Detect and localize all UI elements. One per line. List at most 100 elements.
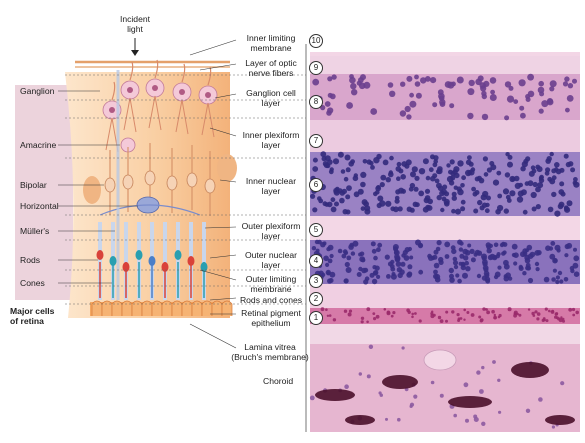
- pigment-granule: [548, 309, 551, 313]
- inner-nuclear-nucleus: [530, 191, 537, 199]
- pigment-granule: [326, 314, 330, 317]
- cell-label-cones: Cones: [20, 278, 45, 288]
- outer-nuclear-nucleus: [555, 275, 561, 280]
- photoreceptor-nucleus: [174, 250, 182, 260]
- ganglion-layer-nucleus: [420, 77, 427, 84]
- pigment-cell: [141, 300, 153, 316]
- layer-5-label: Outer plexiform layer: [241, 221, 301, 241]
- outer-nuclear-nucleus: [525, 248, 529, 253]
- pigment-granule: [507, 307, 512, 312]
- inner-nuclear-nucleus: [360, 206, 366, 211]
- inner-nuclear-nucleus: [340, 169, 346, 174]
- pigment-granule: [451, 310, 455, 314]
- inner-nuclear-nucleus: [418, 168, 426, 175]
- label-leader-line: [209, 254, 237, 259]
- ganglion-axon: [181, 63, 186, 83]
- pigment-granule: [439, 319, 444, 323]
- outer-nuclear-nucleus: [535, 267, 540, 272]
- outer-nuclear-nucleus: [384, 254, 390, 260]
- outer-nuclear-nucleus: [464, 250, 471, 256]
- inner-nuclear-nucleus: [343, 176, 349, 182]
- outer-nuclear-nucleus: [359, 251, 365, 257]
- photoreceptor-nucleus: [187, 256, 195, 266]
- outer-nuclear-nucleus: [573, 271, 580, 278]
- inner-nuclear-nucleus: [473, 208, 479, 214]
- outer-nuclear-nucleus: [554, 244, 561, 251]
- layer-9-label: Layer of optic nerve fibers: [245, 58, 297, 78]
- layer-9-number: 9: [309, 61, 323, 75]
- choroid-nucleus: [368, 344, 374, 349]
- outer-nuclear-nucleus: [433, 273, 439, 279]
- melanocyte: [382, 375, 418, 389]
- ganglion-nucleus: [179, 89, 185, 95]
- inner-nuclear-nucleus: [425, 175, 431, 181]
- pigment-granule: [445, 319, 448, 323]
- inner-nuclear-nucleus: [379, 182, 385, 188]
- inner-nuclear-nucleus: [409, 182, 416, 189]
- pigment-cell: [171, 300, 183, 316]
- inner-nuclear-nucleus: [507, 154, 513, 160]
- pigment-granule: [360, 316, 365, 320]
- outer-nuclear-nucleus: [534, 261, 540, 267]
- inner-nuclear-nucleus: [394, 195, 400, 201]
- ganglion-layer-nucleus: [439, 101, 446, 107]
- pigment-cell: [131, 300, 143, 316]
- outer-nuclear-nucleus: [451, 248, 457, 255]
- outer-nuclear-nucleus: [557, 270, 563, 276]
- layer-2-label: Rods and cones: [239, 295, 303, 305]
- inner-nuclear-nucleus: [553, 167, 559, 172]
- bipolar-cell-body: [144, 170, 156, 186]
- ganglion-layer-nucleus: [350, 83, 357, 90]
- outer-nuclear-nucleus: [550, 241, 556, 246]
- outer-nuclear-nucleus: [396, 267, 403, 273]
- inner-nuclear-nucleus: [502, 188, 510, 195]
- ganglion-layer-nucleus: [456, 76, 464, 84]
- inner-nuclear-nucleus: [382, 159, 389, 166]
- incident-light-arrowhead: [131, 50, 139, 56]
- outer-nuclear-nucleus: [522, 271, 527, 276]
- ganglion-layer-nucleus: [406, 114, 412, 120]
- outer-nuclear-nucleus: [469, 248, 475, 254]
- outer-nuclear-nucleus: [386, 274, 391, 279]
- outer-nuclear-nucleus: [350, 251, 356, 256]
- outer-nuclear-nucleus: [329, 271, 336, 278]
- choroid-nucleus: [497, 378, 501, 382]
- inner-nuclear-nucleus: [430, 175, 436, 182]
- leader-lines: [58, 39, 237, 349]
- inner-nuclear-nucleus: [551, 191, 557, 198]
- outer-nuclear-nucleus: [572, 262, 579, 269]
- inner-nuclear-nucleus: [406, 206, 412, 212]
- cell-label-band: [15, 85, 73, 300]
- inner-nuclear-nucleus: [433, 155, 439, 161]
- photoreceptor-nucleus: [109, 256, 117, 266]
- ganglion-layer-nucleus: [414, 74, 419, 80]
- choroid-nucleus: [439, 393, 444, 398]
- outer-nuclear-nucleus: [464, 260, 470, 266]
- ganglion-layer-nucleus: [409, 92, 414, 98]
- outer-nuclear-nucleus: [311, 246, 317, 251]
- inner-nuclear-nucleus: [413, 186, 419, 192]
- pigment-granule: [373, 317, 377, 321]
- pigment-granule: [518, 313, 522, 317]
- inner-nuclear-nucleus: [507, 161, 513, 168]
- outer-nuclear-nucleus: [444, 254, 450, 259]
- pigment-granule: [386, 311, 391, 316]
- inner-nuclear-nucleus: [538, 175, 544, 181]
- pigment-granule: [463, 308, 467, 312]
- inner-nuclear-nucleus: [521, 161, 528, 168]
- outer-nuclear-nucleus: [508, 276, 513, 281]
- inner-nuclear-nucleus: [471, 186, 476, 192]
- inner-nuclear-nucleus: [451, 191, 457, 197]
- choroid-nucleus: [525, 408, 531, 413]
- pigment-granule: [383, 308, 387, 311]
- outer-nuclear-nucleus: [476, 273, 482, 279]
- choroid-nucleus: [560, 381, 565, 386]
- outer-nuclear-nucleus: [493, 242, 499, 248]
- pigment-granule: [554, 312, 558, 316]
- ganglion-layer-nucleus: [363, 81, 371, 89]
- pigment-granule: [560, 316, 563, 319]
- pigment-granule: [536, 317, 540, 321]
- outer-nuclear-nucleus: [573, 255, 580, 262]
- inner-nuclear-nucleus: [573, 177, 578, 182]
- inner-nuclear-nucleus: [414, 175, 420, 181]
